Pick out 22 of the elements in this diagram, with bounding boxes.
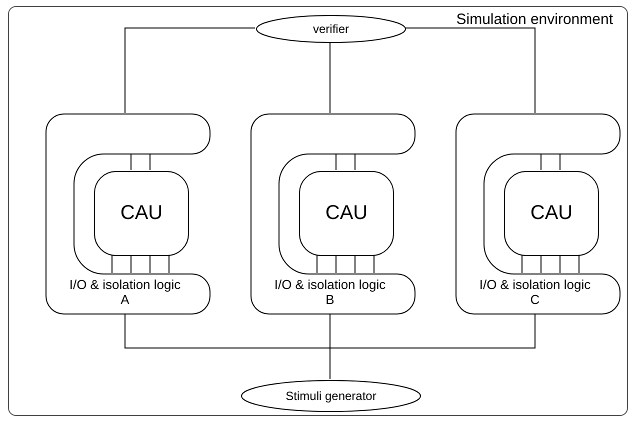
connector-line — [404, 28, 536, 114]
connector-line — [130, 254, 132, 274]
block-label: I/O & isolation logic C — [479, 277, 591, 307]
node-label: Stimuli generator — [284, 389, 378, 403]
frame-title: Simulation environment — [456, 11, 613, 28]
connector-line — [124, 28, 256, 114]
process-box: CAU — [299, 171, 394, 256]
environment-frame — [8, 6, 628, 416]
process-box: CAU — [504, 171, 599, 256]
connector-line — [540, 254, 542, 274]
connector-line — [354, 152, 356, 170]
connector-line — [168, 254, 170, 274]
connector-line — [330, 312, 536, 380]
connector-line — [354, 254, 356, 274]
connector-line — [130, 152, 132, 170]
process-box: CAU — [94, 171, 189, 256]
block-label: I/O & isolation logic A — [69, 277, 181, 307]
connector-line — [578, 254, 580, 274]
connector-line — [316, 254, 318, 274]
connector-line — [540, 152, 542, 170]
node-label: verifier — [312, 22, 350, 36]
block-label: I/O & isolation logic B — [274, 277, 386, 307]
